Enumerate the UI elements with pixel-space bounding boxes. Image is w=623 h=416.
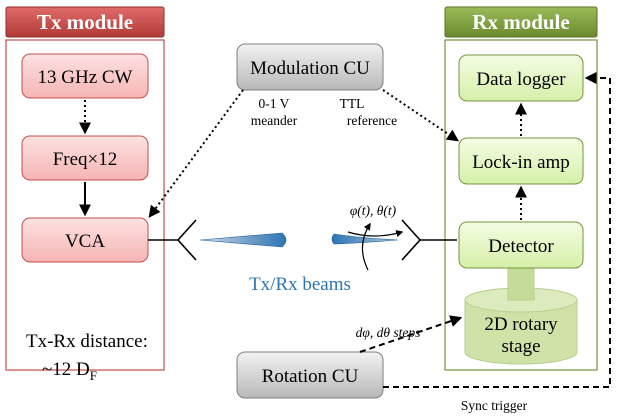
tilt-direction-icon bbox=[347, 230, 404, 238]
detector-label: Detector bbox=[488, 236, 554, 257]
distance-label-line2: ~12 DF bbox=[42, 359, 97, 383]
distance-label-line1: Tx-Rx distance: bbox=[26, 331, 148, 352]
rotation-to-stage-arrow bbox=[359, 315, 463, 353]
data-logger-label: Data logger bbox=[476, 69, 566, 90]
tx-beam-icon bbox=[199, 232, 287, 248]
rotary-stage-label-line1: 2D rotary bbox=[484, 314, 558, 335]
ttl-label-line1: TTL bbox=[340, 96, 365, 111]
meander-label-line1: 0-1 V bbox=[259, 96, 290, 111]
lock-in-amp-label: Lock-in amp bbox=[472, 152, 570, 173]
lock-in-amp-box bbox=[458, 137, 584, 185]
rotary-stage bbox=[464, 267, 578, 365]
tx-module-title: Tx module bbox=[37, 10, 133, 34]
rx-beam-icon bbox=[331, 233, 399, 245]
rx-module-header bbox=[444, 6, 598, 38]
beams-label: Tx/Rx beams bbox=[249, 274, 351, 295]
ttl-label-line2: reference bbox=[347, 113, 397, 128]
modulation-cu-box bbox=[236, 43, 384, 91]
tx-antenna-icon bbox=[148, 219, 197, 261]
rx-module-title: Rx module bbox=[472, 10, 569, 34]
rotary-stage-label-line2: stage bbox=[501, 336, 540, 357]
tx-module-header bbox=[5, 6, 165, 38]
beam-angles-label: φ(t), θ(t) bbox=[350, 203, 397, 218]
frequency-multiplier-label: Freq×12 bbox=[53, 149, 118, 170]
frequency-multiplier-box bbox=[21, 135, 149, 181]
sync-trigger-arrow bbox=[383, 72, 611, 388]
data-logger-box bbox=[458, 54, 584, 102]
detector-box bbox=[458, 221, 584, 269]
cw-source-box bbox=[21, 53, 149, 99]
vca-label: VCA bbox=[65, 231, 105, 252]
cw-source-label: 13 GHz CW bbox=[38, 67, 133, 88]
meander-label-line2: meander bbox=[251, 113, 298, 128]
rotation-direction-icon bbox=[361, 222, 371, 271]
rx-antenna-icon bbox=[401, 219, 457, 261]
rx-module-frame bbox=[444, 39, 598, 371]
rotation-cu-box bbox=[236, 351, 384, 399]
modulation-cu-label: Modulation CU bbox=[250, 58, 370, 79]
modulation-to-vca-arrow bbox=[148, 89, 244, 218]
tx-module-frame bbox=[5, 39, 165, 371]
rotation-cu-label: Rotation CU bbox=[262, 366, 359, 387]
steps-label: dφ, dθ steps bbox=[356, 325, 421, 340]
sync-trigger-label: Sync trigger bbox=[461, 398, 528, 413]
